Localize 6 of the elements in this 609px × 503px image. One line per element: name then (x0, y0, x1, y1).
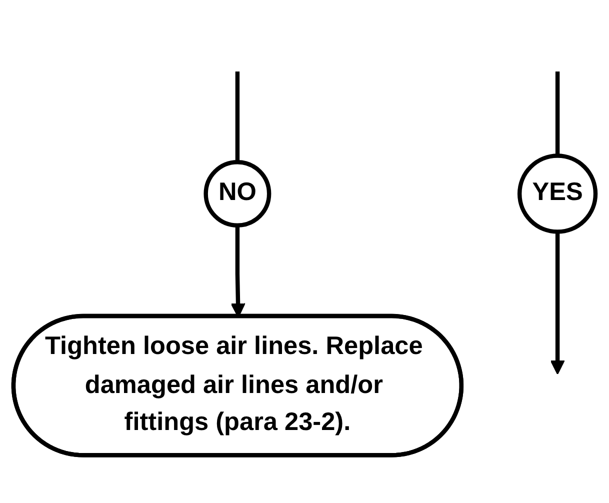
connector-line (555, 71, 560, 156)
decision-circle: NO (204, 160, 272, 228)
connector-line (235, 71, 240, 162)
process-box: Tighten loose air lines. Replace damaged air lines and/or fittings (para 23-2). (11, 314, 464, 458)
arrow (550, 232, 565, 374)
decision-circle: YES (517, 154, 598, 234)
